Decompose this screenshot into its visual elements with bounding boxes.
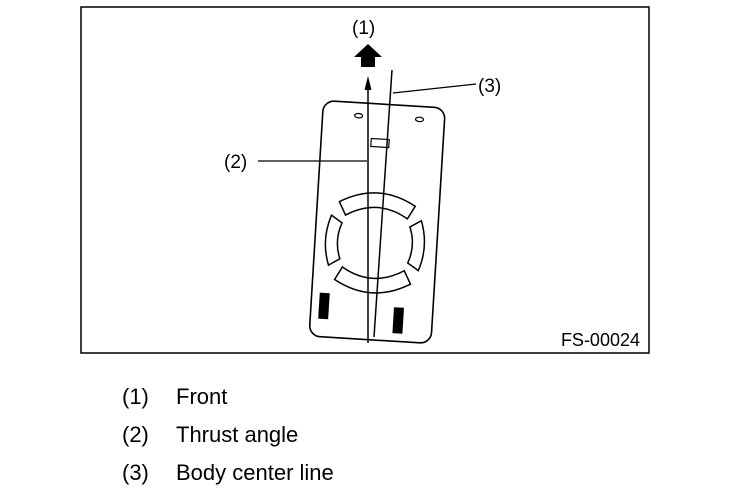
- callout-2: (2): [224, 152, 247, 173]
- leader-line-3: [392, 83, 477, 94]
- thrust-angle-diagram: (1) (2) (3) FS-00024: [80, 6, 650, 354]
- right-headlamp-mark: [414, 116, 425, 123]
- legend-text: Body center line: [176, 460, 334, 485]
- legend-number: (2): [122, 422, 149, 447]
- legend-number: (1): [122, 384, 149, 409]
- left-headlamp-mark: [354, 112, 364, 119]
- legend-list: (1) Front (2) Thrust angle (3) Body center …: [122, 380, 334, 494]
- thrust-arrowhead: [364, 76, 372, 90]
- rear-left-wheel: [318, 292, 330, 320]
- wheel-ring: [324, 192, 426, 294]
- center-marker: [370, 137, 390, 149]
- legend-item: (3) Body center line: [122, 456, 334, 494]
- legend-item: (1) Front: [122, 380, 334, 418]
- legend-text: Front: [176, 384, 228, 409]
- rear-right-wheel: [392, 307, 404, 334]
- legend-item: (2) Thrust angle: [122, 418, 334, 456]
- front-arrow-icon: [354, 44, 382, 67]
- vehicle-body: [308, 100, 446, 344]
- legend-number: (3): [122, 460, 149, 485]
- callout-3: (3): [478, 76, 501, 97]
- callout-1: (1): [352, 18, 375, 39]
- figure-code: FS-00024: [561, 330, 640, 350]
- legend-text: Thrust angle: [176, 422, 299, 447]
- body-center-line: [373, 69, 393, 338]
